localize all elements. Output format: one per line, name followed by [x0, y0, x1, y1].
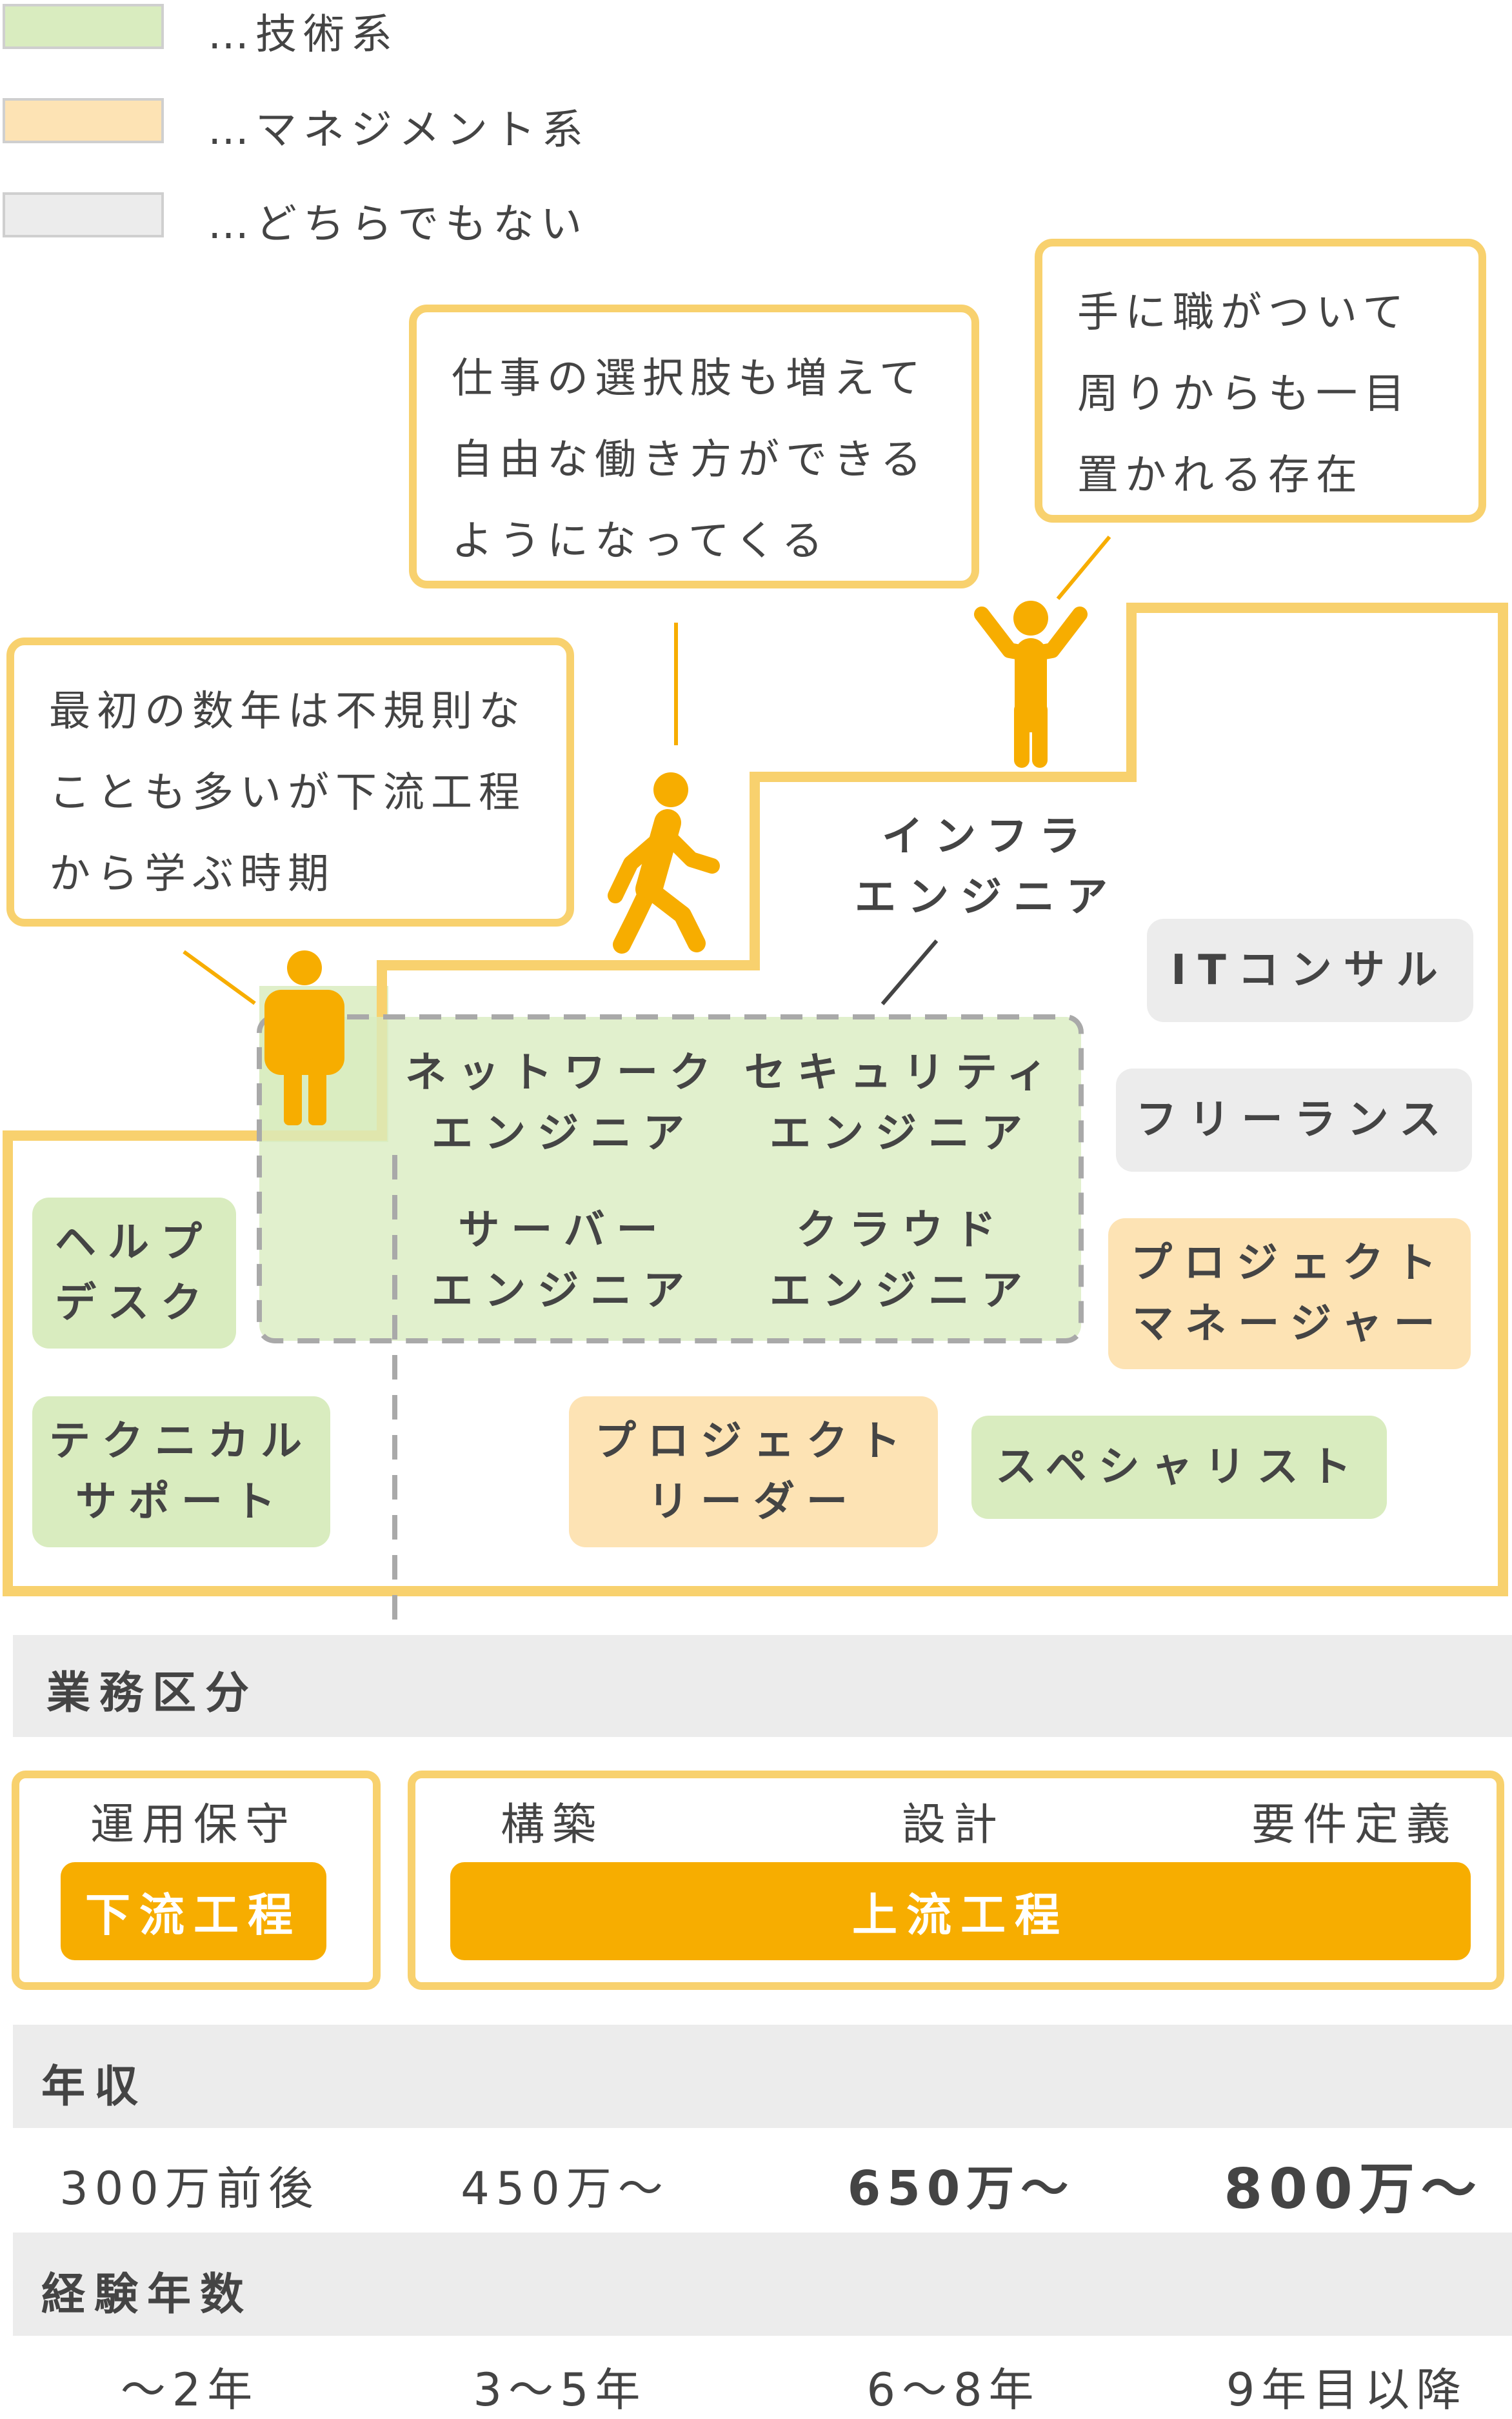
role-pm-line-1: プロジェクト [1131, 1240, 1448, 1287]
phase-requirements: 要件定義 [1251, 1800, 1458, 1851]
person-cheering-icon [974, 601, 1088, 768]
role-helpdesk: ヘルプ デスク [32, 1198, 236, 1349]
experience-value-3: 6〜8年 [866, 2364, 1040, 2416]
role-network-engineer: ネットワーク エンジニア [390, 1043, 738, 1164]
role-itconsul-line-1: ITコンサル [1171, 947, 1449, 994]
role-cloud-engineer: クラウド エンジニア [728, 1200, 1076, 1321]
phase-operation: 運用保守 [90, 1800, 297, 1851]
bubble-mid-line-3: ようになってくる [452, 517, 830, 565]
role-security-line-1: セキュリティ [744, 1049, 1060, 1097]
role-specialist: スペシャリスト [971, 1416, 1387, 1519]
bubble-top-line-3: 置かれる存在 [1077, 452, 1364, 499]
income-band [13, 2025, 1512, 2128]
role-it-consultant: ITコンサル [1147, 919, 1473, 1022]
staircase-graphic [3, 536, 1508, 1626]
bubble-early-line-1: 最初の数年は不規則な [49, 688, 526, 736]
role-helpdesk-line-2: デスク [55, 1280, 214, 1327]
experience-band [13, 2233, 1512, 2336]
person-standing-icon [264, 950, 344, 1125]
legend-swatch-neutral [3, 192, 164, 237]
role-server-engineer: サーバー エンジニア [390, 1200, 738, 1321]
role-techsupport-line-1: テクニカル [49, 1418, 313, 1465]
downstream-frame [12, 1771, 381, 1990]
role-pl-line-2: リーダー [648, 1478, 859, 1526]
role-freelance-line-1: フリーランス [1135, 1096, 1453, 1144]
connector-infra [880, 939, 939, 1005]
role-pm-line-2: マネージャー [1132, 1300, 1447, 1348]
role-pl-line-1: プロジェクト [595, 1418, 912, 1465]
income-label: 年収 [41, 2062, 148, 2113]
income-value-1: 300万前後 [59, 2162, 320, 2215]
role-security-line-2: エンジニア [770, 1110, 1034, 1158]
bubble-early-line-2: ことも多いが下流工程 [49, 769, 526, 817]
infra-line-1: インフラ [881, 813, 1093, 861]
phase-build: 構築 [500, 1800, 604, 1851]
legend-swatch-mgmt [3, 98, 164, 143]
upstream-frame [408, 1771, 1504, 1990]
bubble-mid-line-2: 自由な働き方ができる [452, 436, 928, 484]
role-freelance: フリーランス [1116, 1069, 1472, 1172]
experience-value-2: 3〜5年 [473, 2364, 647, 2416]
role-project-manager: プロジェクト マネージャー [1108, 1218, 1471, 1369]
role-technical-support: テクニカル サポート [32, 1396, 330, 1547]
role-network-line-1: ネットワーク [405, 1049, 722, 1097]
income-value-3: 650万〜 [847, 2161, 1075, 2216]
infra-engineer-label: インフラ エンジニア [832, 807, 1142, 928]
role-specialist-line-1: スペシャリスト [995, 1443, 1363, 1491]
role-helpdesk-line-1: ヘルプ [55, 1219, 214, 1267]
upstream-bar: 上流工程 [450, 1862, 1471, 1960]
income-value-2: 450万〜 [461, 2162, 670, 2215]
experience-value-1: 〜2年 [120, 2364, 259, 2416]
phase-design: 設計 [901, 1800, 1006, 1851]
role-server-line-2: エンジニア [432, 1267, 696, 1315]
role-security-engineer: セキュリティ エンジニア [728, 1043, 1076, 1164]
business-band [13, 1635, 1512, 1737]
role-server-line-1: サーバー [458, 1207, 670, 1254]
infra-cluster-frame [257, 1014, 1084, 1343]
infra-line-2: エンジニア [855, 874, 1119, 921]
experience-value-4: 9年目以降 [1226, 2364, 1468, 2416]
downstream-bar: 下流工程 [61, 1862, 326, 1960]
bubble-top-line-2: 周りからも一目 [1077, 370, 1411, 418]
bubble-mid-line-1: 仕事の選択肢も増えて [452, 355, 927, 403]
role-techsupport-line-2: サポート [75, 1478, 287, 1526]
experience-label: 経験年数 [41, 2269, 254, 2320]
person-walking-icon [608, 772, 720, 954]
bubble-senior-career: 手に職がついて 周りからも一目 置かれる存在 [1035, 239, 1486, 523]
bubble-mid-career: 仕事の選択肢も増えて 自由な働き方ができる ようになってくる [409, 305, 979, 588]
legend-label-neutral: …どちらでもない [208, 201, 589, 248]
legend-label-mgmt: …マネジメント系 [208, 106, 590, 154]
connector-early [183, 950, 256, 1005]
legend-swatch-tech [3, 4, 164, 49]
legend-label-tech: …技術系 [208, 11, 399, 59]
bubble-top-line-1: 手に職がついて [1077, 289, 1411, 337]
bubble-early-line-3: から学ぶ時期 [49, 850, 335, 898]
role-network-line-2: エンジニア [432, 1110, 696, 1158]
role-project-leader: プロジェクト リーダー [569, 1396, 938, 1547]
business-label: 業務区分 [46, 1668, 259, 1719]
connector-top [1056, 536, 1111, 600]
role-cloud-line-2: エンジニア [770, 1267, 1034, 1315]
role-cloud-line-1: クラウド [796, 1207, 1008, 1254]
bubble-early-career: 最初の数年は不規則な ことも多いが下流工程 から学ぶ時期 [6, 637, 574, 927]
income-value-4: 800万〜 [1224, 2157, 1483, 2222]
